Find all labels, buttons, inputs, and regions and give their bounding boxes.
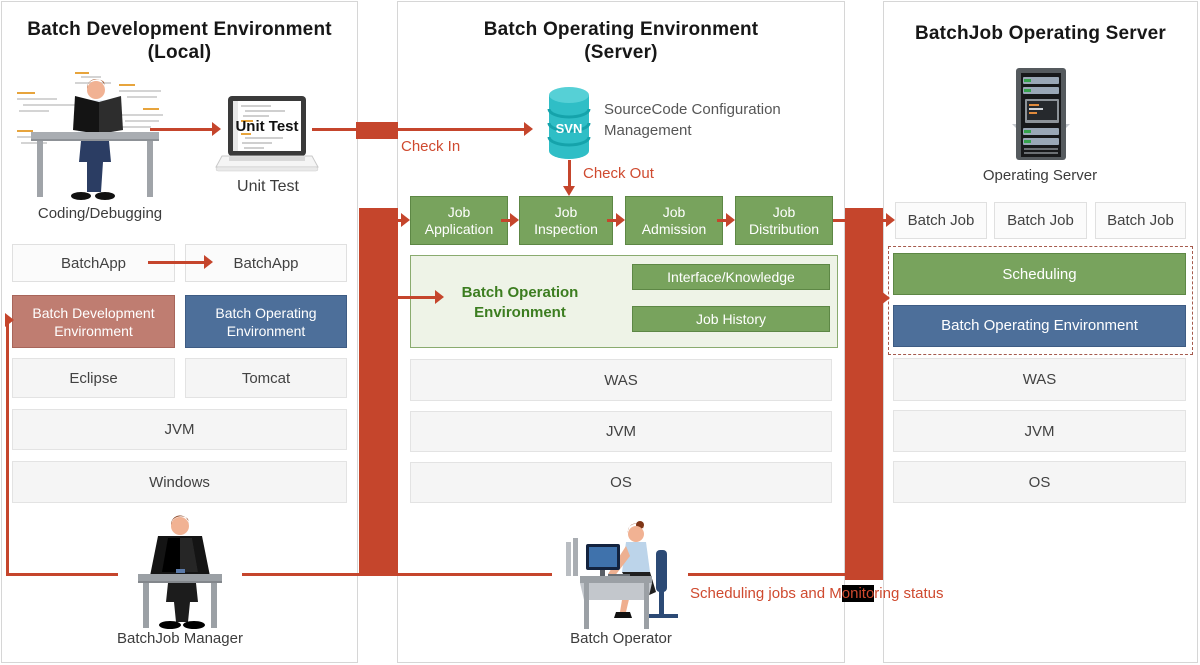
operating-server-label: Operating Server	[982, 167, 1098, 184]
jobserver-panel-title: BatchJob Operating Server	[883, 22, 1198, 45]
box-job-inspection: Job Inspection	[519, 196, 613, 245]
box-interface-knowledge: Interface/Knowledge	[632, 264, 830, 290]
feedback-line-vertical	[6, 319, 9, 576]
job1-to-job2-line	[501, 219, 511, 222]
coding-debugging-label: Coding/Debugging	[37, 205, 163, 222]
box-batch-job-3: Batch Job	[1095, 202, 1186, 239]
check-in-arrowhead	[524, 122, 533, 136]
title-line: Environment	[474, 304, 566, 321]
server-rack-icon	[1012, 68, 1070, 160]
manager-at-desk-icon	[118, 515, 242, 632]
box-label: Application	[424, 220, 494, 237]
title-line: Batch Operation	[461, 284, 579, 301]
pipe-to-batchjob-line	[882, 219, 887, 222]
box-scheduling: Scheduling	[893, 253, 1186, 295]
box-batch-operating-environment-jobserver: Batch Operating Environment	[893, 305, 1186, 347]
batch-operator-label: Batch Operator	[570, 630, 672, 647]
box-tomcat: Tomcat	[185, 358, 347, 398]
title-line: BatchJob Operating Server	[914, 23, 1167, 44]
box-label: Job	[447, 203, 471, 220]
box-label: Job	[772, 203, 796, 220]
box-label: Admission	[641, 220, 707, 237]
box-batch-job-2: Batch Job	[994, 202, 1087, 239]
laptop-unit-test-icon: Unit Test	[215, 96, 319, 172]
box-jvm-jobserver: JVM	[893, 410, 1186, 452]
box-label: Inspection	[534, 220, 598, 237]
operation-env-arrowhead	[435, 290, 444, 304]
check-in-pipe	[356, 122, 398, 139]
scheduling-monitoring-note: Scheduling jobs and Monitoring status	[690, 585, 944, 602]
dashed-box-arrowhead	[881, 291, 890, 305]
svn-label: SVN	[556, 121, 583, 136]
operator-at-desk-icon	[552, 521, 688, 632]
pipe-dev-to-server	[359, 208, 398, 576]
check-out-arrowhead	[563, 186, 575, 196]
server-vent	[1024, 148, 1058, 154]
check-in-label: Check In	[401, 138, 461, 155]
server-slot	[1023, 77, 1059, 145]
feedback-line-horizontal	[6, 573, 845, 576]
box-os-server: OS	[410, 462, 832, 503]
scm-line: Management	[604, 122, 692, 139]
job4-arrowhead	[726, 213, 735, 227]
box-label: Job	[662, 203, 686, 220]
box-job-admission: Job Admission	[625, 196, 723, 245]
note-text-highlighted: onito	[841, 585, 875, 602]
note-text: ring status	[874, 585, 944, 602]
batchjob-manager-label: BatchJob Manager	[117, 630, 243, 647]
box-job-application: Job Application	[410, 196, 508, 245]
batchjob-arrowhead	[886, 213, 895, 227]
box-was-server: WAS	[410, 359, 832, 401]
laptop-to-pipe-line	[312, 128, 357, 131]
box-job-distribution: Job Distribution	[735, 196, 833, 245]
check-out-label: Check Out	[583, 165, 654, 182]
box-batch-operating-environment: Batch Operating Environment	[185, 295, 347, 348]
batchapp-arrow-line	[148, 261, 205, 264]
job-application-arrowhead	[401, 213, 410, 227]
box-batch-development-environment: Batch Development Environment	[12, 295, 175, 348]
coding-to-laptop-arrowhead	[212, 122, 221, 136]
dev-panel-title: Batch Development Environment (Local)	[1, 18, 358, 64]
batch-operation-environment-title: Batch Operation Environment	[430, 283, 610, 323]
box-job-history: Job History	[632, 306, 830, 332]
box-windows: Windows	[12, 461, 347, 503]
box-label: Distribution	[748, 220, 820, 237]
box-batchapp-dev: BatchApp	[12, 244, 175, 282]
person-coding-at-desk-icon	[17, 72, 163, 200]
title-line: Batch Development Environment	[27, 19, 332, 40]
job2-to-job3-line	[607, 219, 617, 222]
box-jvm-server: JVM	[410, 411, 832, 452]
job3-to-job4-line	[717, 219, 727, 222]
arrowhead-into-dev-env-box	[5, 313, 14, 327]
note-text: Scheduling jobs and M	[690, 585, 842, 602]
scm-label: SourceCode Configuration Management	[604, 99, 781, 141]
title-line: Batch Operating Environment	[483, 19, 759, 40]
title-line: (Local)	[147, 42, 212, 63]
check-out-line	[568, 160, 571, 187]
box-batch-job-1: Batch Job	[895, 202, 987, 239]
code-scribbles-accent	[17, 72, 159, 132]
coding-to-laptop-line	[150, 128, 213, 131]
laptop-screen-text: Unit Test	[235, 118, 298, 135]
unit-test-label: Unit Test	[237, 178, 299, 195]
pipe-server-to-jobserver	[845, 208, 883, 580]
box-os-jobserver: OS	[893, 461, 1186, 503]
title-line: (Server)	[584, 42, 658, 63]
scm-line: SourceCode Configuration	[604, 101, 781, 118]
job3-arrowhead	[616, 213, 625, 227]
box-label: Job	[554, 203, 578, 220]
batchapp-arrowhead	[204, 255, 213, 269]
job2-arrowhead	[510, 213, 519, 227]
pipe-to-job-application-line	[396, 219, 402, 222]
pipe-to-operation-env-line	[396, 296, 436, 299]
check-in-line	[398, 128, 524, 131]
box-was-jobserver: WAS	[893, 358, 1186, 401]
box-eclipse: Eclipse	[12, 358, 175, 398]
database-cylinder-icon: SVN	[547, 87, 591, 159]
job4-to-pipe-line	[833, 219, 846, 222]
server-panel-title: Batch Operating Environment (Server)	[397, 18, 845, 64]
box-jvm-dev: JVM	[12, 409, 347, 450]
